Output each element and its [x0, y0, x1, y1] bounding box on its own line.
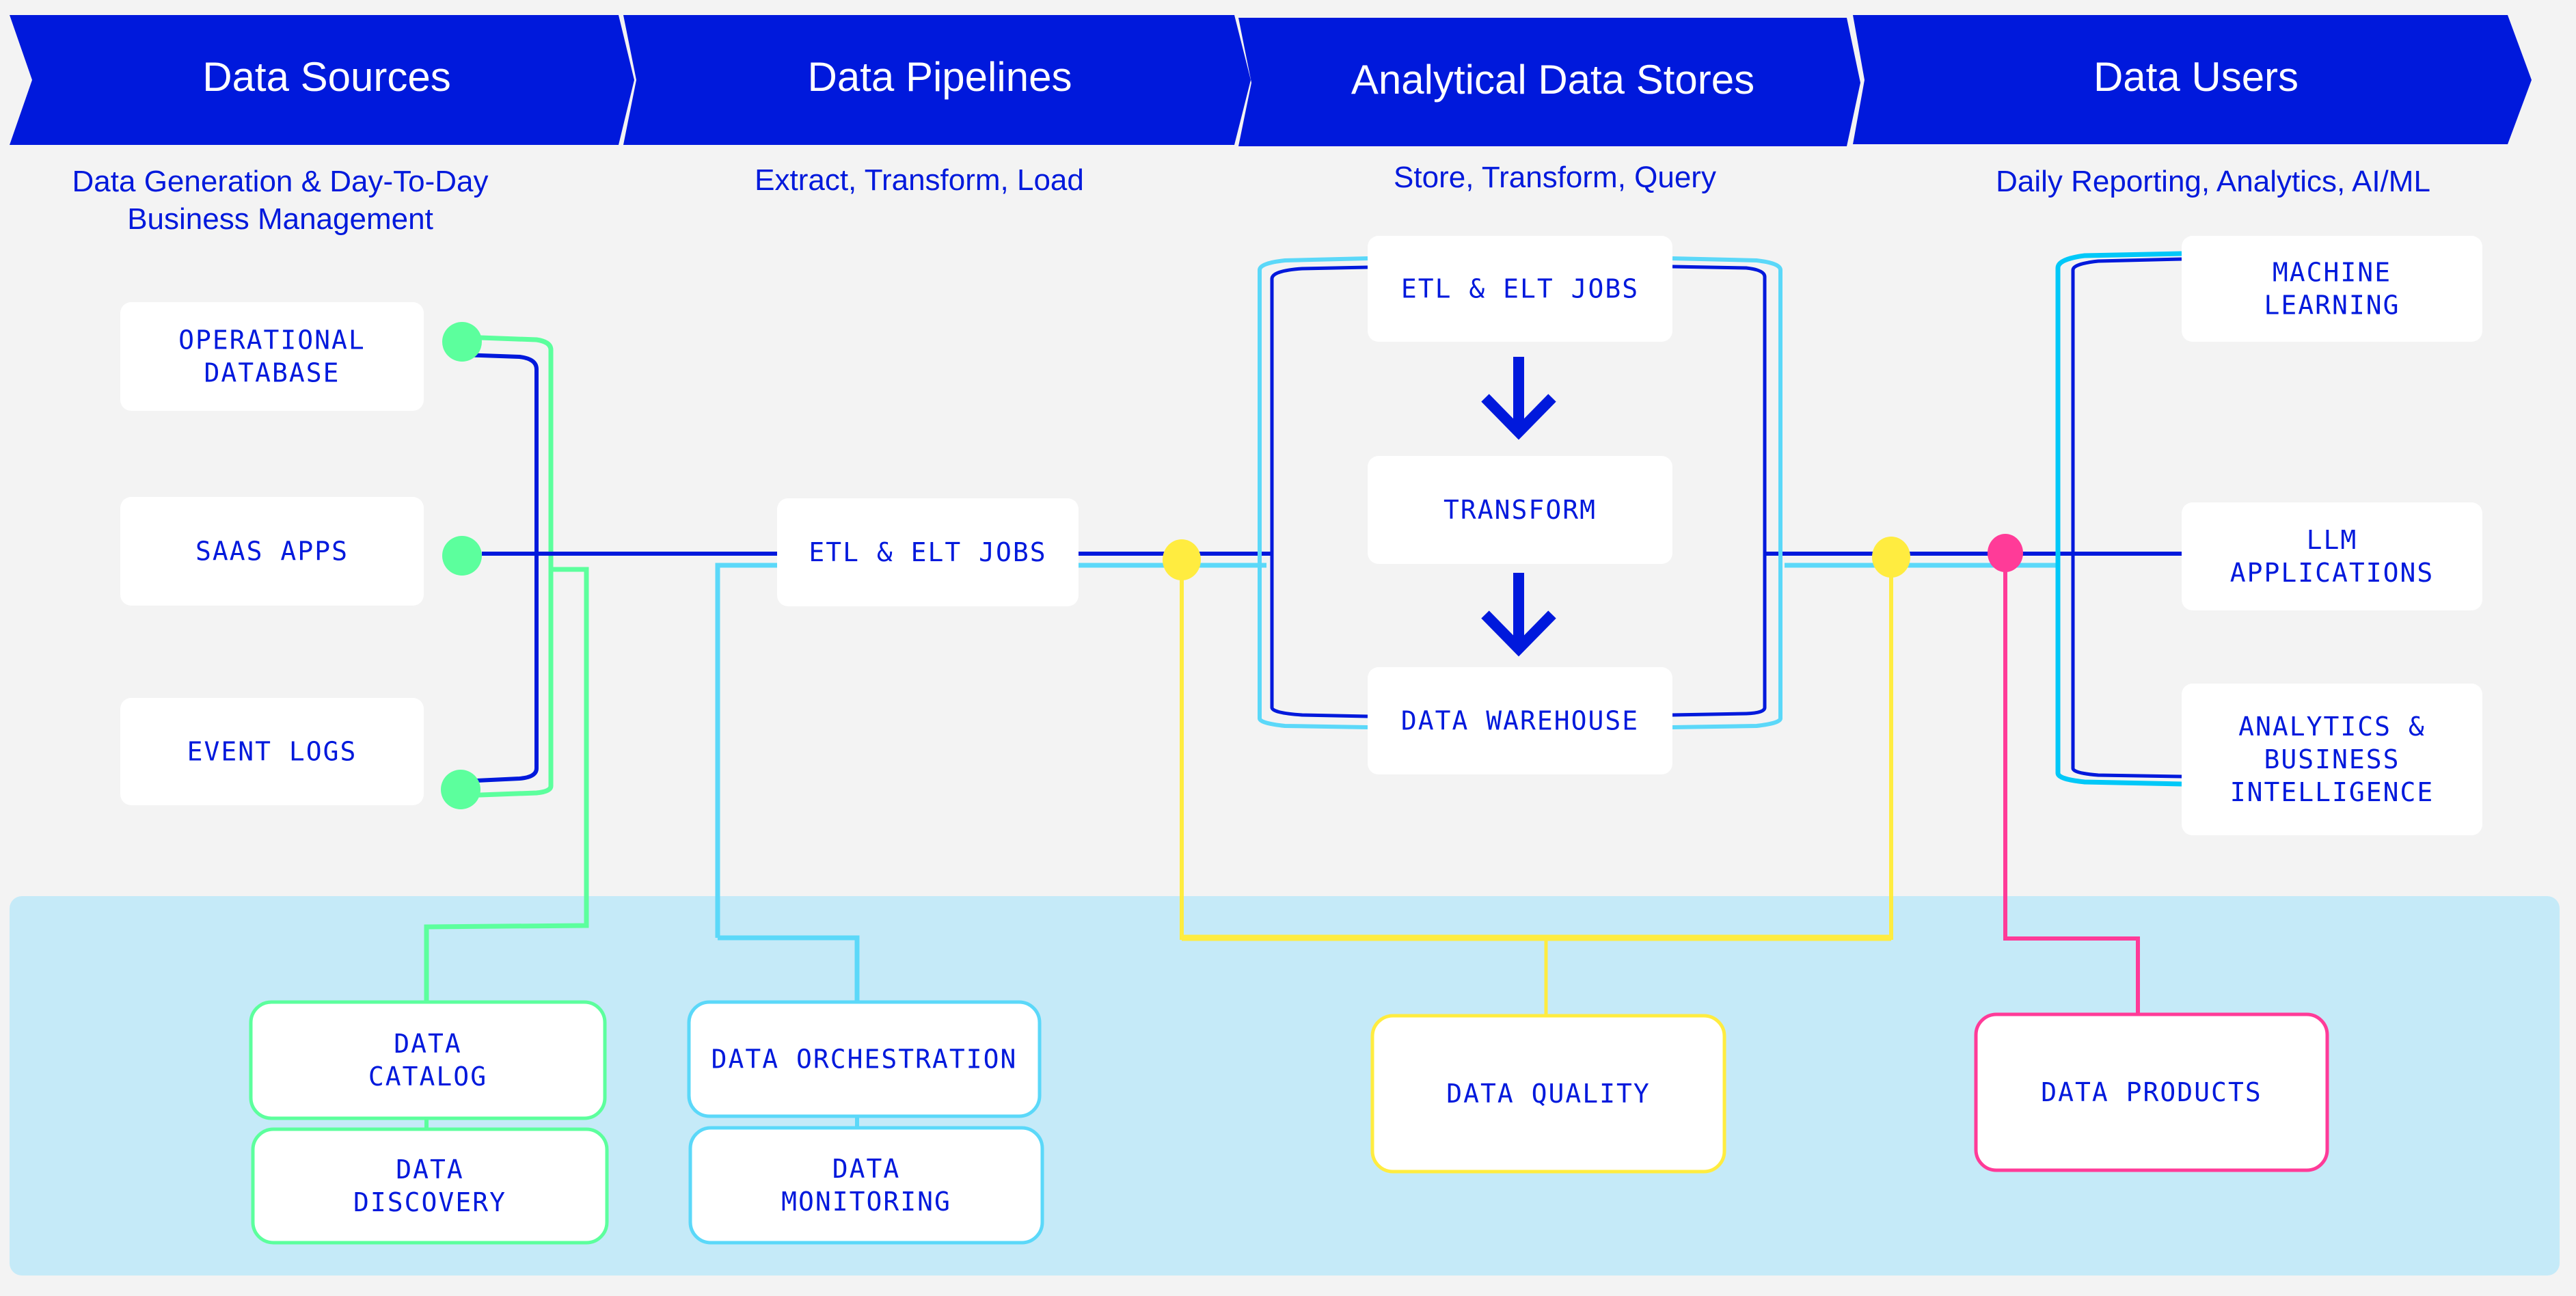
stage-subtitles: Data Generation & Day-To-Day Business Ma…: [72, 161, 2430, 236]
node-label: DATA ORCHESTRATION: [711, 1044, 1018, 1075]
node-label: DATA QUALITY: [1446, 1079, 1651, 1109]
store-data-warehouse: DATA WAREHOUSE: [1368, 667, 1672, 774]
stage-subtitle: Store, Transform, Query: [1394, 161, 1716, 194]
stage-headers: Data Sources Data Pipelines Analytical D…: [10, 15, 2532, 146]
node-box: [2182, 684, 2482, 835]
source-dot-event-logs: [441, 770, 480, 809]
source-saas-apps: SAAS APPS: [120, 497, 424, 606]
chevron-arrow-shape: [10, 15, 634, 145]
stage-subtitle: Daily Reporting, Analytics, AI/ML: [1996, 165, 2430, 198]
node-label: DATA: [394, 1029, 462, 1059]
stage-header-data-sources: Data Sources: [10, 15, 634, 145]
stage-subtitle: Extract, Transform, Load: [755, 163, 1084, 197]
node-box: [120, 698, 424, 805]
node-label: MONITORING: [781, 1187, 951, 1217]
store-loop-cyan-left: [1258, 256, 1368, 729]
node-label: DATABASE: [204, 358, 340, 388]
stage-title: Data Pipelines: [808, 54, 1072, 100]
quality-dot-users: [1872, 537, 1910, 578]
node-label: OPERATIONAL: [178, 325, 366, 355]
chevron-arrow-shape: [1853, 15, 2532, 144]
user-loop-blue: [2071, 257, 2182, 779]
node-box: [1370, 1014, 1726, 1174]
chevron-arrow-shape: [1238, 18, 1860, 146]
node-label: MACHINE: [2273, 258, 2391, 288]
connectors: [424, 251, 2182, 1129]
store-transform: TRANSFORM: [1368, 456, 1672, 564]
node-label: EVENT LOGS: [187, 737, 357, 767]
node-label: SAAS APPS: [195, 537, 349, 567]
source-bus-blue: [461, 353, 539, 783]
store-etl-elt-jobs: ETL & ELT JOBS: [1368, 236, 1672, 342]
node-label: DISCOVERY: [353, 1187, 506, 1217]
stage-header-data-pipelines: Data Pipelines: [623, 15, 1251, 145]
stage-header-data-users: Data Users: [1853, 15, 2532, 144]
node-box: [687, 1000, 1042, 1118]
store-loop-blue-left: [1270, 265, 1368, 718]
node-label: BUSINESS: [2264, 744, 2400, 774]
arrow-down-icon: [1481, 573, 1556, 657]
node-label: DATA: [832, 1154, 901, 1184]
cyan-branch-from-pipeline: [715, 563, 777, 938]
store-loop-blue-right: [1672, 265, 1767, 717]
stage-header-analytical-data-stores: Analytical Data Stores: [1238, 18, 1860, 146]
source-dot-operational-database: [442, 322, 482, 362]
node-label: LLM: [2307, 525, 2358, 555]
node-label: APPLICATIONS: [2230, 558, 2435, 588]
store-arrows: [1481, 357, 1556, 657]
stage-subtitle: Business Management: [127, 202, 433, 236]
node-label: DATA: [396, 1155, 464, 1185]
stage-subtitle: Data Generation & Day-To-Day: [72, 165, 489, 198]
governance-data-products: DATA PRODUCTS: [1974, 1012, 2329, 1172]
node-label: CATALOG: [368, 1062, 487, 1092]
node-label: TRANSFORM: [1443, 495, 1597, 525]
chevron-arrow-shape: [623, 15, 1251, 145]
store-loop-cyan-right: [1672, 256, 1782, 729]
pipeline-etl-elt-jobs: ETL & ELT JOBS: [777, 498, 1079, 606]
stage-title: Data Sources: [202, 54, 451, 100]
node-box: [251, 1127, 609, 1245]
node-label: INTELLIGENCE: [2230, 777, 2435, 807]
node-box: [1368, 456, 1672, 564]
node-box: [120, 302, 424, 411]
source-event-logs: EVENT LOGS: [120, 698, 424, 805]
governance-panel: [10, 896, 2560, 1275]
node-label: ETL & ELT JOBS: [809, 537, 1046, 567]
governance-data-quality: DATA QUALITY: [1370, 1014, 1726, 1174]
node-box: [2182, 236, 2482, 342]
node-label: DATA WAREHOUSE: [1401, 706, 1639, 736]
node-box: [120, 497, 424, 606]
pink-products-link: [2003, 553, 2140, 1014]
products-dot: [1988, 534, 2023, 572]
stage-title: Analytical Data Stores: [1351, 57, 1754, 103]
source-dot-saas-apps: [442, 536, 482, 576]
arrow-down-icon: [1481, 357, 1556, 440]
node-box: [1368, 667, 1672, 774]
node-label: DATA PRODUCTS: [2041, 1077, 2262, 1107]
junction-dots: [441, 322, 2023, 809]
node-label: LEARNING: [2264, 291, 2400, 321]
node-label: ETL & ELT JOBS: [1401, 274, 1639, 304]
node-label: ANALYTICS &: [2238, 712, 2426, 742]
green-branch-to-catalog: [424, 567, 589, 1002]
node-box: [249, 1000, 607, 1120]
node-box: [777, 498, 1079, 606]
node-box: [1368, 236, 1672, 342]
quality-dot-pipeline: [1163, 539, 1201, 580]
node-box: [1974, 1012, 2329, 1172]
cyan-branch-to-orchestration: [718, 935, 860, 1002]
user-loop-cyan: [2055, 251, 2182, 787]
stage-title: Data Users: [2093, 54, 2299, 100]
node-box: [2182, 502, 2482, 610]
governance-data-orchestration: DATA ORCHESTRATION: [687, 1000, 1042, 1118]
node-box: [688, 1126, 1044, 1245]
